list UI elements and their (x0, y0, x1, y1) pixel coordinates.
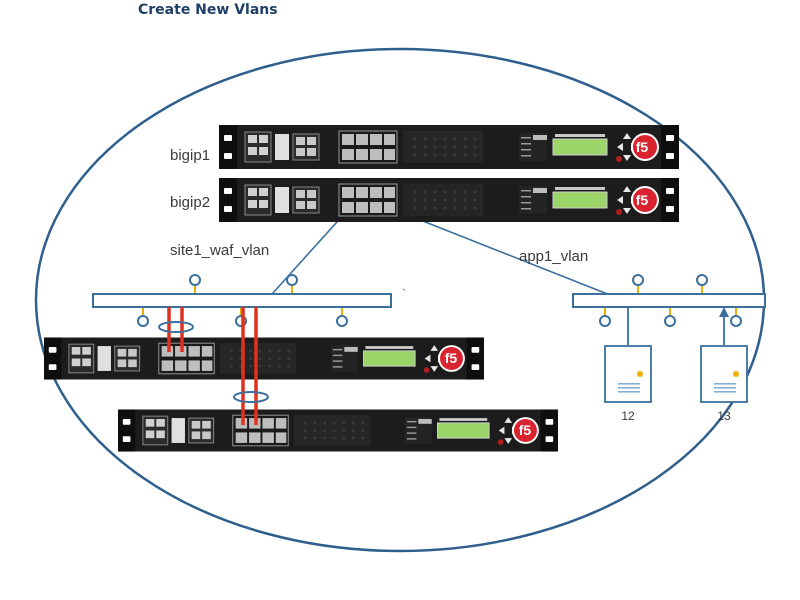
vlan-port-node (664, 315, 676, 327)
site1-vlan-segment (92, 274, 392, 327)
server-12 (604, 345, 652, 403)
switch-a-device (44, 336, 484, 381)
page-title: Create New Vlans (138, 2, 278, 18)
site1-vlan-label: site1_waf_vlan (170, 242, 269, 259)
server-13-label: 13 (717, 409, 731, 423)
app1-vlan-segment (572, 274, 766, 327)
bigip1-device (218, 125, 680, 169)
vlan-port-node (632, 274, 644, 286)
server-12-label: 12 (621, 409, 635, 423)
bigip2-to-app1-link (399, 211, 611, 296)
f5-logo-text: f5 (636, 139, 649, 155)
bigip2-device (218, 178, 680, 222)
arrow-up-icon (719, 307, 729, 317)
vlan-port-node (137, 315, 149, 327)
vlan-port-node (730, 315, 742, 327)
vlan-port-node (336, 315, 348, 327)
vlan-port-node (189, 274, 201, 286)
f5-logo-text: f5 (445, 350, 458, 366)
vlan-port-node (696, 274, 708, 286)
bigip2-to-site1-link (271, 211, 347, 295)
stray-mark: ` (402, 288, 406, 300)
server-13 (700, 345, 748, 403)
app1-vlan-bar (572, 293, 766, 308)
switch-b-device (118, 408, 558, 453)
f5-logo-text: f5 (636, 192, 649, 208)
site1-vlan-bar (92, 293, 392, 308)
f5-logo-text: f5 (519, 422, 532, 438)
app1-vlan-label: app1_vlan (519, 248, 588, 265)
bigip1-label: bigip1 (170, 147, 210, 164)
lag-ring (233, 391, 269, 403)
vlan-port-node (599, 315, 611, 327)
lag-ring (158, 321, 194, 333)
trunk-links (167, 307, 258, 425)
bigip2-label: bigip2 (170, 194, 210, 211)
vlan-port-node (286, 274, 298, 286)
